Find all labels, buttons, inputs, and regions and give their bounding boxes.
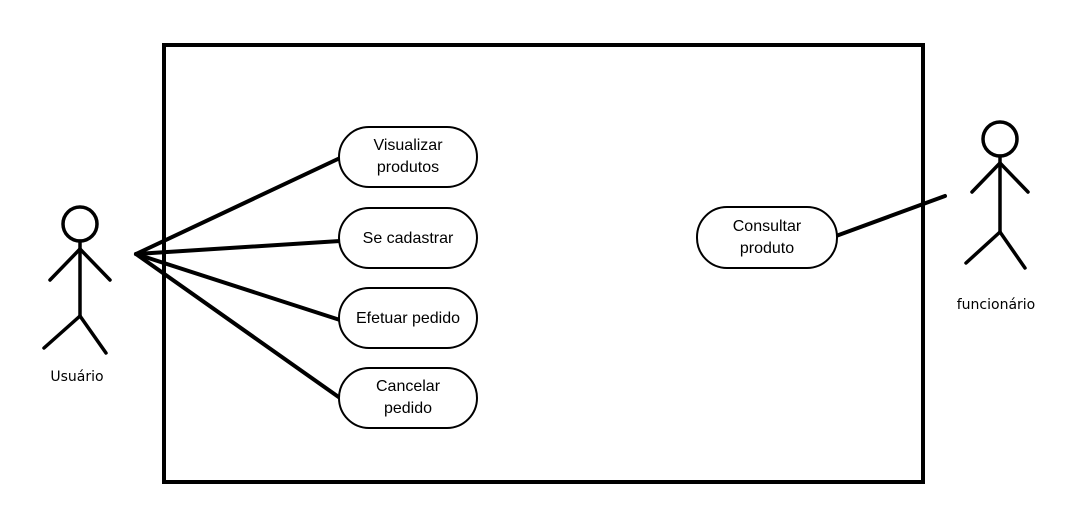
association-usuario-se-cadastrar [134, 239, 342, 256]
actor-head [61, 205, 99, 243]
actor-left-arm [970, 161, 1002, 194]
system-boundary [162, 43, 925, 484]
use-case-label-line: Efetuar pedido [356, 310, 460, 327]
use-case-shape [338, 207, 478, 269]
use-case-efetuar-pedido[interactable]: Efetuar pedido [338, 287, 478, 349]
use-case-label-line: Visualizar [373, 137, 443, 154]
use-case-label-line: produtos [377, 159, 439, 176]
actor-right-leg [998, 230, 1027, 270]
actor-left-leg [964, 230, 1002, 265]
actor-funcionario [964, 120, 1030, 270]
use-case-label-line: produto [740, 240, 794, 257]
use-case-consultar-produto[interactable]: Consultar produto [696, 206, 838, 269]
actor-funcionario-label: funcionário [957, 297, 1036, 313]
association-usuario-visualizar-produtos [134, 156, 342, 256]
use-case-shape [338, 287, 478, 349]
use-case-label-line: Se cadastrar [363, 230, 454, 247]
actor-usuario [42, 205, 112, 355]
use-case-visualizar-produtos[interactable]: Visualizar produtos [338, 126, 478, 188]
use-case-shape [338, 126, 478, 188]
actor-left-arm [48, 247, 82, 282]
use-case-label-line: pedido [384, 400, 432, 417]
association-usuario-efetuar-pedido [134, 252, 342, 322]
actor-right-leg [78, 314, 108, 355]
actor-head [981, 120, 1019, 158]
association-funcionario-consultar-produto [834, 194, 947, 238]
association-lines [134, 156, 947, 400]
use-case-shape [696, 206, 838, 269]
use-case-cancelar-pedido[interactable]: Cancelar pedido [338, 367, 478, 429]
use-case-se-cadastrar[interactable]: Se cadastrar [338, 207, 478, 269]
actor-usuario-label: Usuário [50, 369, 103, 385]
actor-right-arm [78, 247, 112, 282]
actor-left-leg [42, 314, 82, 350]
association-usuario-cancelar-pedido [134, 252, 342, 400]
use-case-label-line: Consultar [733, 218, 802, 235]
use-case-label-line: Cancelar [376, 378, 441, 395]
actor-right-arm [998, 161, 1030, 194]
use-case-shape [338, 367, 478, 429]
